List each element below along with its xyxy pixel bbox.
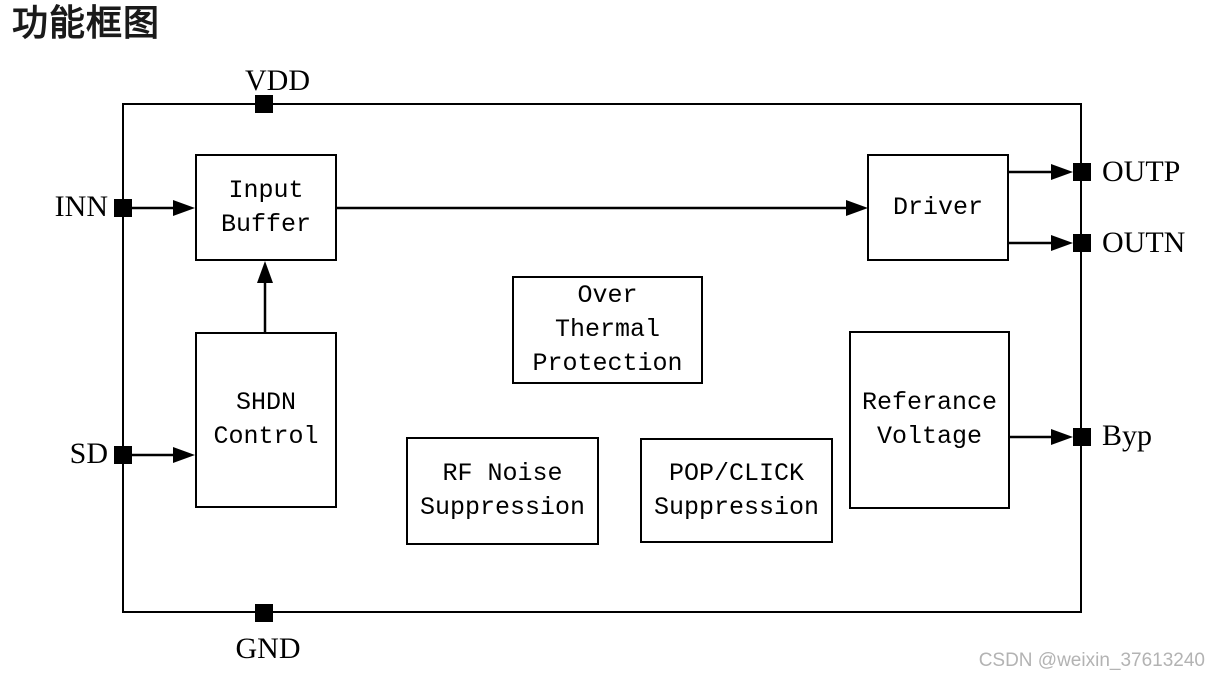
arrow-sd-to-shdn-control xyxy=(132,447,195,463)
arrow-inn-to-input-buffer xyxy=(132,200,195,216)
csdn-watermark: CSDN @weixin_37613240 xyxy=(978,650,1205,671)
sd-pin-square xyxy=(114,446,132,464)
block-pop-click-suppression: POP/CLICK Suppression xyxy=(640,438,833,543)
block-over-thermal-protection: Over Thermal Protection xyxy=(512,276,703,384)
block-shdn-control: SHDN Control xyxy=(195,332,337,508)
block-label-pop-click-suppression: POP/CLICK Suppression xyxy=(653,458,820,522)
arrow-referance-voltage-to-byp xyxy=(1010,429,1073,445)
block-input-buffer: Input Buffer xyxy=(195,154,337,261)
block-driver: Driver xyxy=(867,154,1009,261)
inn-pin-square xyxy=(114,199,132,217)
outn-pin-square xyxy=(1073,234,1091,252)
pin-label-vdd: VDD xyxy=(245,64,310,97)
pin-label-sd: SD xyxy=(69,437,108,470)
vdd-pin-square xyxy=(255,95,273,113)
arrow-driver-to-outn xyxy=(1009,235,1073,251)
block-label-referance-voltage: Referance Voltage xyxy=(861,388,998,451)
gnd-pin-square xyxy=(255,604,273,622)
pin-label-outp: OUTP xyxy=(1102,155,1181,188)
block-label-over-thermal-protection: Over Thermal Protection xyxy=(532,281,683,378)
arrow-driver-to-outp xyxy=(1009,164,1073,180)
chip-boundary xyxy=(122,103,1082,613)
pin-label-inn: INN xyxy=(54,190,108,223)
block-label-input-buffer: Input Buffer xyxy=(220,175,311,239)
pin-label-byp: Byp xyxy=(1102,419,1153,452)
byp-pin-square xyxy=(1073,428,1091,446)
outp-pin-square xyxy=(1073,163,1091,181)
block-referance-voltage: Referance Voltage xyxy=(849,331,1010,509)
pin-label-outn: OUTN xyxy=(1102,226,1186,259)
arrow-shdn-to-input-buffer xyxy=(257,261,273,332)
pin-label-gnd: GND xyxy=(235,632,301,665)
block-label-rf-noise-suppression: RF Noise Suppression xyxy=(419,459,586,522)
block-label-driver: Driver xyxy=(892,192,983,222)
arrow-input-buffer-to-driver xyxy=(337,200,868,216)
block-label-shdn-control: SHDN Control xyxy=(213,388,319,451)
page-title: 功能框图 xyxy=(12,3,161,44)
block-rf-noise-suppression: RF Noise Suppression xyxy=(406,437,599,545)
